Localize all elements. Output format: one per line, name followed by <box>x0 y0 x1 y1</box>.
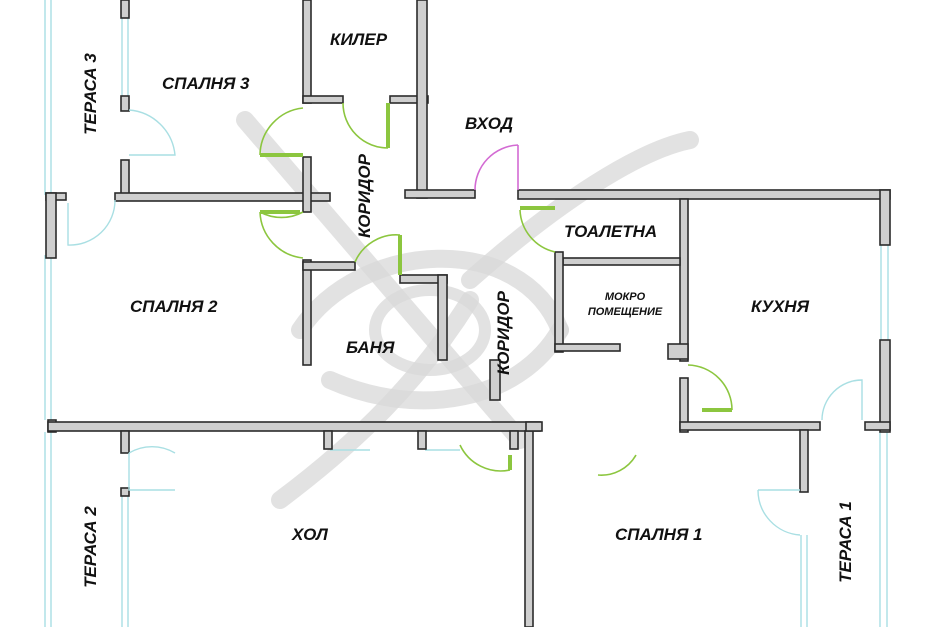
room-label-spalnya-2: СПАЛНЯ 2 <box>130 297 218 316</box>
watermark-logo <box>236 111 699 509</box>
room-label-koridor-upper: КОРИДОР <box>354 154 374 238</box>
room-label-spalnya-1: СПАЛНЯ 1 <box>615 525 703 544</box>
room-label-vhod: ВХОД <box>465 114 514 133</box>
room-label-hol: ХОЛ <box>292 525 328 544</box>
room-label-spalnya-3: СПАЛНЯ 3 <box>162 74 250 93</box>
room-label-banya: БАНЯ <box>346 338 395 357</box>
room-label-kiler: КИЛЕР <box>330 30 388 49</box>
room-label-terasa-1: ТЕРАСА 1 <box>835 501 855 583</box>
room-label-terasa-2: ТЕРАСА 2 <box>80 506 100 588</box>
windows <box>44 0 889 627</box>
room-label-terasa-3: ТЕРАСА 3 <box>80 53 100 135</box>
room-label-koridor-lower: КОРИДОР <box>493 291 513 375</box>
room-label-kuhnya: КУХНЯ <box>751 297 809 316</box>
mokro-line-1: МОКРО <box>604 291 646 303</box>
walls <box>45 0 891 627</box>
room-label-mokro-pomeshtenie: МОКРО ПОМЕЩЕНИЕ <box>575 290 675 320</box>
mokro-line-2: ПОМЕЩЕНИЕ <box>587 306 663 318</box>
room-label-toaletna: ТОАЛЕТНА <box>564 222 658 241</box>
doors <box>67 102 863 536</box>
